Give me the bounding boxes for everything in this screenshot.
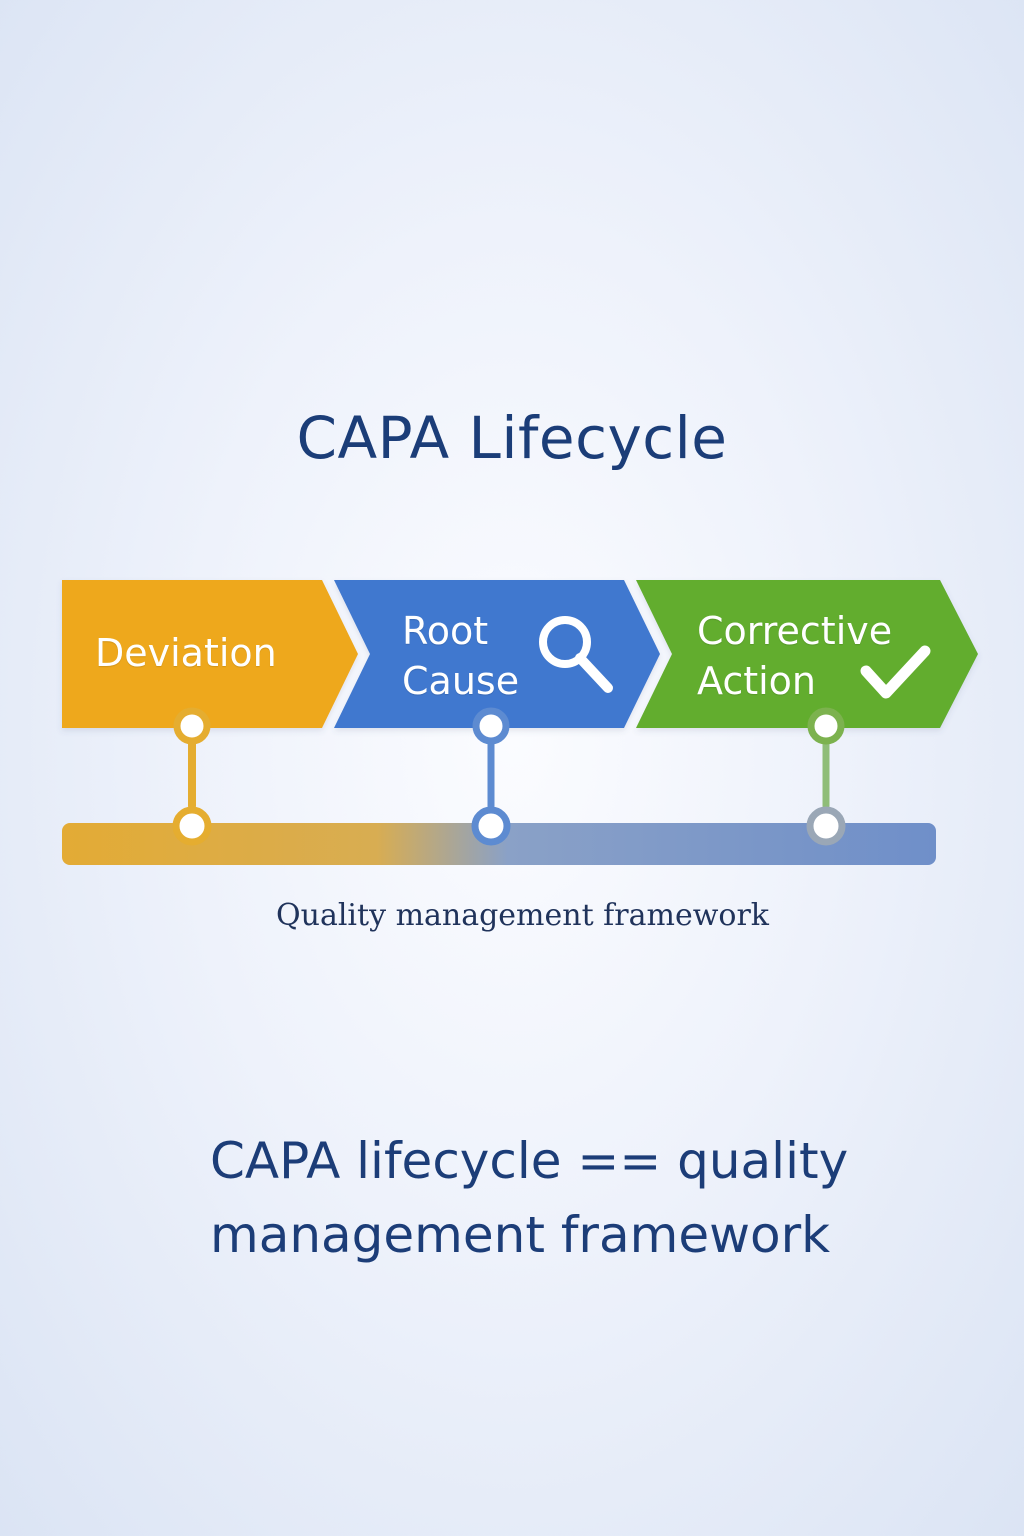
corrective-action-upper-node [807,707,845,745]
deviation-label: Deviation [95,631,277,675]
checkmark-icon [860,645,931,699]
deviation-stage [62,580,358,728]
timeline-bar [62,823,936,865]
diagram-caption: Quality management framework [276,898,769,933]
root-cause-lower-node [471,806,511,846]
deviation-lower-node [172,806,212,846]
capa-statement: CAPA lifecycle == quality management fra… [210,1132,849,1264]
page-title: CAPA Lifecycle [296,404,728,472]
root-cause-upper-node [472,707,510,745]
capa-process-diagram [62,580,978,865]
magnifier-icon [539,616,613,693]
root-cause-stage [334,580,660,728]
corrective-action-label: Corrective Action [697,609,893,703]
root-cause-label: Root Cause [402,609,520,703]
deviation-upper-node [173,707,211,745]
corrective-action-lower-node [806,806,846,846]
